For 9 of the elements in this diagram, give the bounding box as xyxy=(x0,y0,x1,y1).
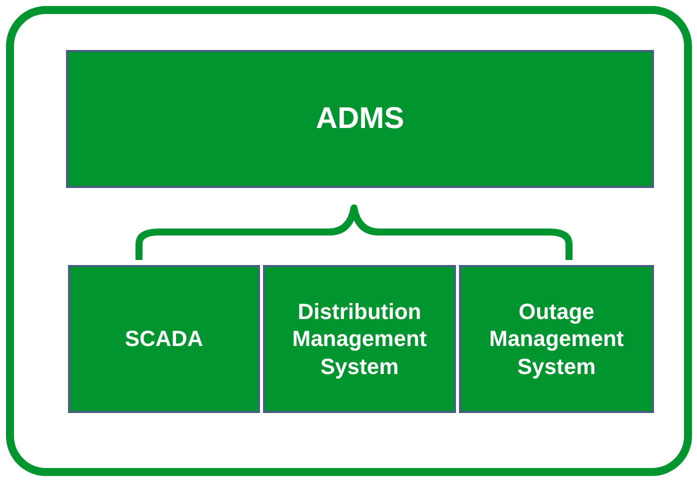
process-box xyxy=(263,265,456,413)
box-label: SCADA xyxy=(124,325,204,353)
process-box xyxy=(66,50,654,188)
box-label: Distribution Management System xyxy=(291,298,428,380)
process-box xyxy=(459,265,654,413)
box-label: Outage Management System xyxy=(488,298,625,380)
box-label: ADMS xyxy=(314,101,406,138)
frame-box xyxy=(6,6,692,476)
process-box xyxy=(68,265,260,413)
